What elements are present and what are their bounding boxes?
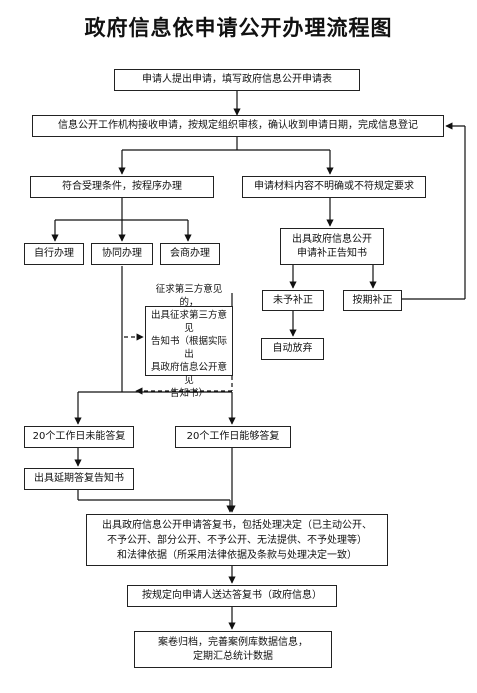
- third-party-step: 征求第三方意见的， 出具征求第三方意见 告知书（根据实际出 具政府信息公开意见 …: [145, 284, 233, 399]
- coop-handle-step: 协同办理: [91, 243, 153, 265]
- reply-step: 出具政府信息公开申请答复书，包括处理决定（已主动公开、 不予公开、部分公开、不予…: [86, 514, 388, 566]
- not-in-20-days-step: 20个工作日未能答复: [24, 426, 134, 448]
- fixed-step: 按期补正: [343, 290, 402, 311]
- no-fix-step: 未予补正: [262, 290, 324, 311]
- accept-step: 符合受理条件，按程序办理: [30, 176, 214, 198]
- unclear-step: 申请材料内容不明确或不符规定要求: [242, 176, 426, 198]
- in-20-days-step: 20个工作日能够答复: [175, 426, 291, 448]
- receive-step: 信息公开工作机构接收申请，按规定组织审核，确认收到申请日期，完成信息登记: [32, 115, 444, 137]
- page-title: 政府信息依申请公开办理流程图: [84, 16, 393, 40]
- apply-step: 申请人提出申请，填写政府信息公开申请表: [114, 69, 360, 91]
- fix-notice-step: 出具政府信息公开 申请补正告知书: [280, 228, 384, 265]
- archive-step: 案卷归档，完善案例库数据信息， 定期汇总统计数据: [134, 631, 332, 668]
- deliver-step: 按规定向申请人送达答复书（政府信息）: [127, 585, 337, 607]
- abandon-step: 自动放弃: [261, 338, 324, 360]
- consult-handle-step: 会商办理: [160, 243, 220, 265]
- extend-notice-step: 出具延期答复告知书: [24, 468, 134, 490]
- self-handle-step: 自行办理: [24, 243, 84, 265]
